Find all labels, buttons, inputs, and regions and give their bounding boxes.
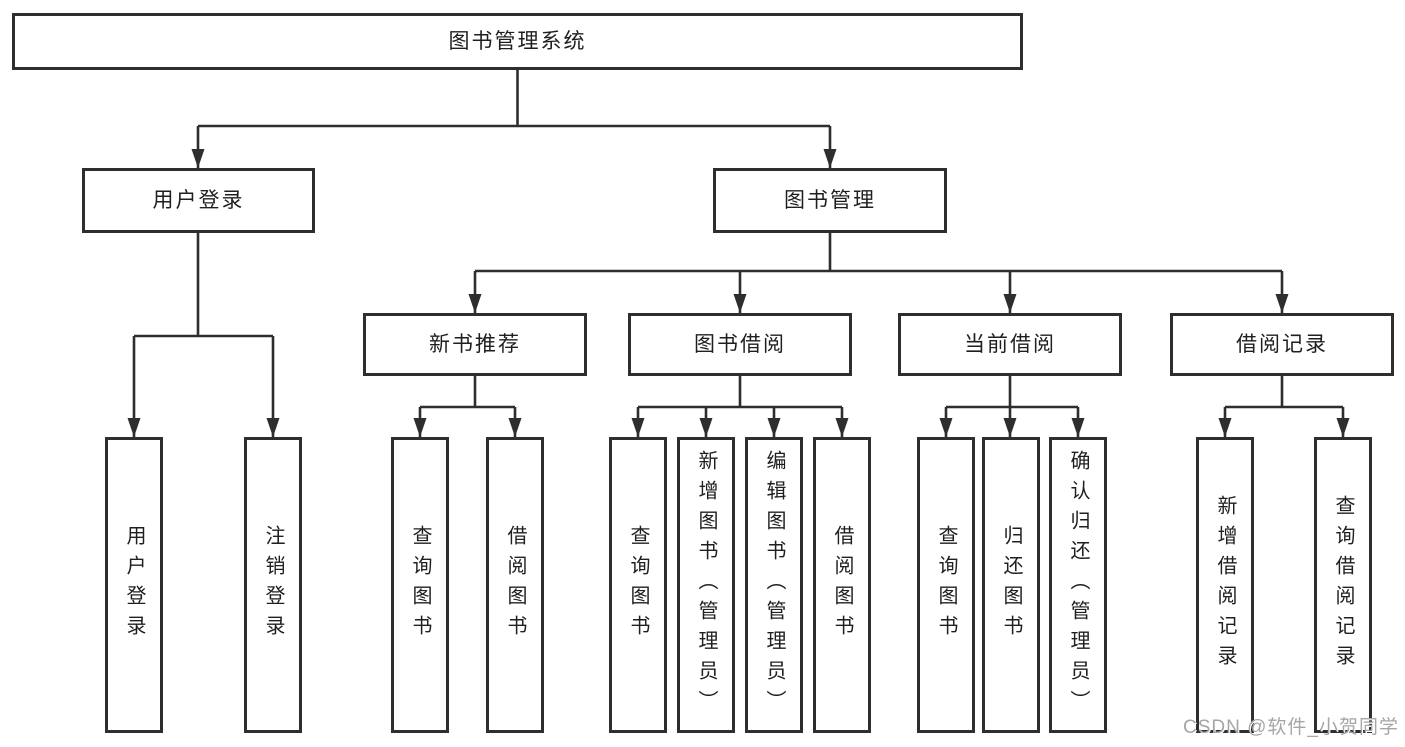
watermark: CSDN @软件_小贺同学: [1183, 717, 1399, 738]
node-leaf-return-books: 归还图书: [982, 437, 1040, 733]
node-borrow-records: 借阅记录: [1170, 313, 1394, 376]
node-leaf-confirm-return-admin: 确认归还（管理员）: [1049, 437, 1107, 733]
node-current-borrow: 当前借阅: [898, 313, 1122, 376]
node-leaf-borrow-books-rec: 借阅图书: [486, 437, 544, 733]
node-leaf-query-borrow-record: 查询借阅记录: [1314, 437, 1372, 733]
node-root-system: 图书管理系统: [12, 13, 1023, 70]
node-leaf-edit-books-admin: 编辑图书（管理员）: [745, 437, 803, 733]
arrowheads: [127, 149, 1350, 437]
node-new-book-recommend: 新书推荐: [363, 313, 587, 376]
node-leaf-add-books-admin: 新增图书（管理员）: [677, 437, 735, 733]
node-user-login: 用户登录: [82, 168, 315, 233]
node-leaf-logout: 注销登录: [244, 437, 302, 733]
node-leaf-query-books-current: 查询图书: [917, 437, 975, 733]
node-leaf-query-books-rec: 查询图书: [391, 437, 449, 733]
node-book-borrow: 图书借阅: [628, 313, 852, 376]
node-leaf-query-books-borrow: 查询图书: [609, 437, 667, 733]
node-leaf-user-login: 用户登录: [105, 437, 163, 733]
node-leaf-add-borrow-record: 新增借阅记录: [1196, 437, 1254, 733]
node-book-management: 图书管理: [713, 168, 947, 233]
node-leaf-borrow-books: 借阅图书: [813, 437, 871, 733]
